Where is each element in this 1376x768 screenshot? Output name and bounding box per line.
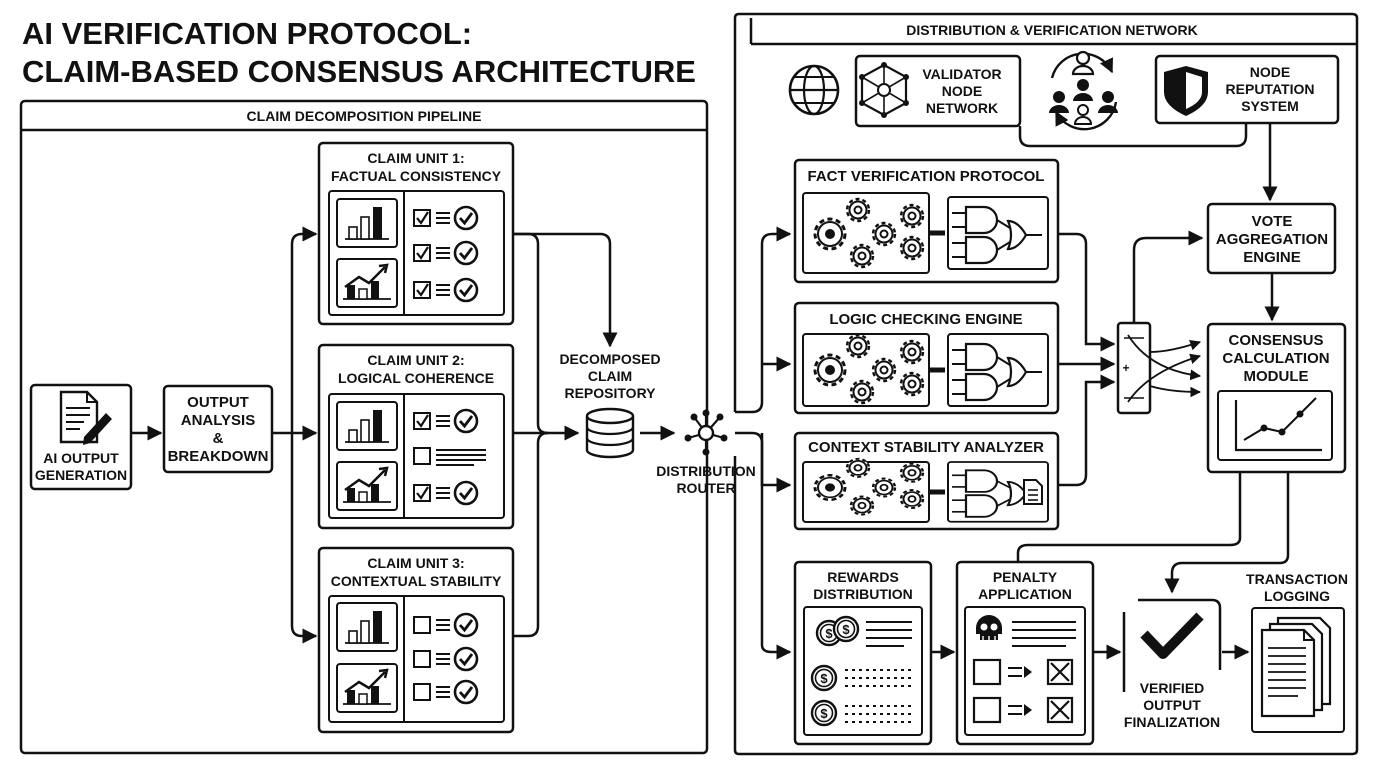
consensus-calculation-box: CONSENSUS CALCULATION MODULE (1206, 322, 1347, 474)
vote-aggregation-box: VOTE AGGREGATION ENGINE (1206, 202, 1337, 275)
reputation-line-2: REPUTATION (1226, 81, 1315, 97)
claim-unit-3-box: CLAIM UNIT 3: CONTEXTUAL STABILITY (317, 546, 515, 734)
bar-chart-icon (335, 662, 399, 714)
validator-line-1: VALIDATOR (922, 66, 1001, 82)
coin-icon (832, 615, 860, 643)
validator-line-3: NETWORK (926, 100, 998, 116)
bar-chart-icon (335, 257, 399, 309)
vote-line-2: AGGREGATION (1216, 231, 1328, 248)
svg-text:+: + (1122, 361, 1129, 375)
bar-chart-icon (336, 602, 398, 652)
logic-gate-icon (946, 332, 1050, 408)
document-pencil-icon (59, 390, 112, 445)
skull-icon (976, 615, 1002, 640)
verification-network-panel: DISTRIBUTION & VERIFICATION NETWORK (733, 12, 1359, 756)
repository-line-1: DECOMPOSED (559, 351, 660, 367)
distribution-router: DISTRIBUTION ROUTER (656, 409, 756, 496)
switch-icon: + (1116, 321, 1202, 415)
coin-icon (810, 664, 838, 692)
penalty-application-box: PENALTY APPLICATION (955, 560, 1095, 746)
x-box-icon (1046, 658, 1074, 686)
router-line-1: DISTRIBUTION (656, 463, 756, 479)
claim-unit-1-line-1: CLAIM UNIT 1: (367, 150, 464, 166)
people-circle-icon (1049, 50, 1118, 131)
coin-icon (810, 699, 838, 727)
line-chart-icon (1217, 390, 1333, 461)
verified-line-3: FINALIZATION (1124, 714, 1220, 730)
logic-gate-icon (946, 195, 1050, 271)
context-stability-box: CONTEXT STABILITY ANALYZER (793, 431, 1060, 531)
rewards-line-2: DISTRIBUTION (813, 586, 913, 602)
verified-line-1: VERIFIED (1140, 680, 1205, 696)
fact-verification-label: FACT VERIFICATION PROTOCOL (808, 168, 1045, 185)
consensus-line-3: MODULE (1244, 368, 1309, 385)
claim-unit-2-line-2: LOGICAL COHERENCE (338, 370, 494, 386)
x-box-icon (1046, 696, 1074, 724)
context-stability-label: CONTEXT STABILITY ANALYZER (808, 439, 1044, 456)
consensus-line-2: CALCULATION (1222, 350, 1329, 367)
document-icon (1023, 479, 1043, 505)
protocol-connectors (735, 226, 1116, 660)
claim-unit-3-line-2: CONTEXTUAL STABILITY (331, 573, 502, 589)
router-line-2: ROUTER (676, 480, 735, 496)
fact-verification-box: FACT VERIFICATION PROTOCOL (793, 158, 1060, 284)
reputation-line-3: SYSTEM (1241, 98, 1299, 114)
analysis-line-4: BREAKDOWN (168, 448, 269, 465)
bar-chart-icon (336, 198, 398, 248)
claim-unit-2-line-1: CLAIM UNIT 2: (367, 352, 464, 368)
repository-line-2: CLAIM (588, 368, 632, 384)
globe-icon (788, 64, 840, 116)
output-analysis-box: OUTPUT ANALYSIS & BREAKDOWN (162, 384, 274, 474)
vote-line-3: ENGINE (1243, 249, 1301, 266)
reputation-line-1: NODE (1250, 64, 1290, 80)
consensus-line-1: CONSENSUS (1228, 332, 1323, 349)
bar-chart-icon (336, 401, 398, 451)
title-line-1: AI VERIFICATION PROTOCOL: (22, 16, 472, 51)
stacked-documents-icon (1260, 616, 1332, 718)
aggregation-connectors (1016, 123, 1290, 594)
network-node-icon (859, 62, 909, 118)
analysis-line-3: & (213, 430, 224, 447)
ai-output-generation-box: AI OUTPUT GENERATION (29, 383, 133, 491)
vote-line-1: VOTE (1252, 213, 1293, 230)
network-header: DISTRIBUTION & VERIFICATION NETWORK (906, 22, 1197, 38)
decomposed-claim-repository: DECOMPOSED CLAIM REPOSITORY (559, 351, 661, 459)
claim-unit-1-box: CLAIM UNIT 1: FACTUAL CONSISTENCY (317, 141, 515, 326)
validator-line-2: NODE (942, 83, 982, 99)
verified-output-finalization: VERIFIED OUTPUT FINALIZATION (1122, 598, 1222, 730)
claim-unit-2-box: CLAIM UNIT 2: LOGICAL COHERENCE (317, 343, 515, 530)
rewards-distribution-box: REWARDS DISTRIBUTION (793, 560, 933, 746)
router-hub-icon (684, 409, 728, 456)
penalty-line-1: PENALTY (993, 569, 1058, 585)
pipeline-connectors (131, 226, 676, 644)
checkmark-icon (1140, 612, 1204, 659)
rewards-line-1: REWARDS (827, 569, 899, 585)
logic-checking-label: LOGIC CHECKING ENGINE (829, 311, 1022, 328)
ai-output-line-1: AI OUTPUT (43, 450, 119, 466)
logging-line-1: TRANSACTION (1246, 571, 1348, 587)
logging-line-2: LOGGING (1264, 588, 1330, 604)
penalty-line-2: APPLICATION (978, 586, 1072, 602)
transaction-logging: TRANSACTION LOGGING (1246, 571, 1348, 733)
node-reputation-system-box: NODE REPUTATION SYSTEM (1154, 54, 1340, 125)
claim-unit-3-line-1: CLAIM UNIT 3: (367, 555, 464, 571)
shield-icon (1164, 66, 1208, 116)
analysis-line-1: OUTPUT (187, 394, 249, 411)
title-line-2: CLAIM-BASED CONSENSUS ARCHITECTURE (22, 54, 696, 89)
database-icon (585, 407, 635, 459)
repository-line-3: REPOSITORY (564, 385, 656, 401)
pipeline-header: CLAIM DECOMPOSITION PIPELINE (247, 108, 482, 124)
verified-line-2: OUTPUT (1143, 697, 1201, 713)
analysis-line-2: ANALYSIS (181, 412, 255, 429)
ai-output-line-2: GENERATION (35, 467, 127, 483)
logic-checking-box: LOGIC CHECKING ENGINE (793, 301, 1060, 415)
claim-unit-1-line-2: FACTUAL CONSISTENCY (331, 168, 502, 184)
validator-node-network-box: VALIDATOR NODE NETWORK (854, 54, 1022, 128)
bar-chart-icon (335, 460, 399, 512)
